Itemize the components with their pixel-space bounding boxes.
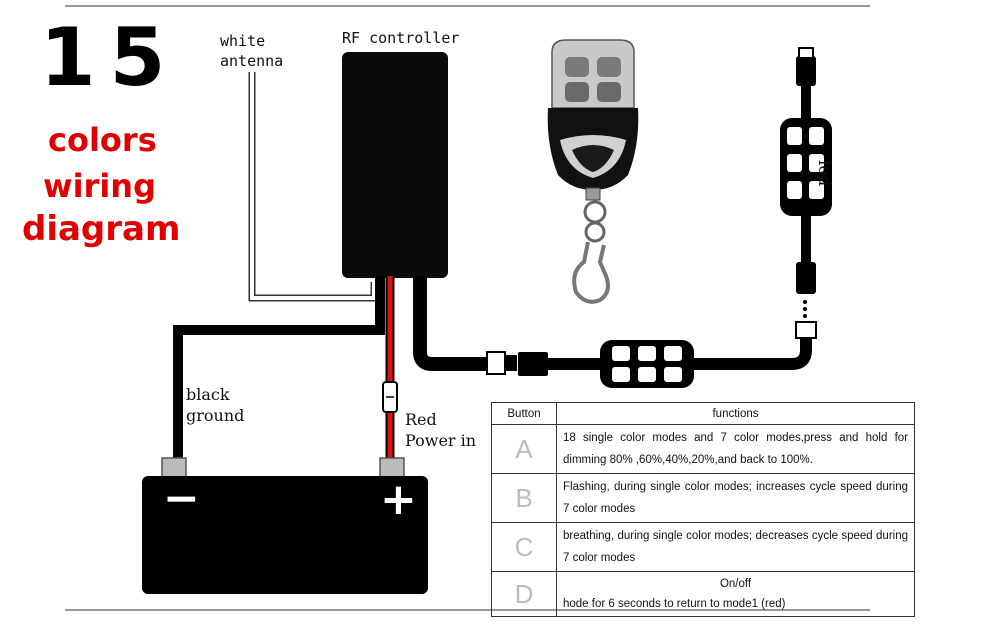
button-function-text: 18 single color modes and 7 color modes,… xyxy=(556,424,915,474)
led-module-horizontal-cells xyxy=(612,346,682,382)
table-row: D On/off hode for 6 seconds to return to… xyxy=(491,571,915,617)
controller-label: RF controller xyxy=(342,29,460,47)
led-wire-b xyxy=(694,336,812,370)
button-letter: B xyxy=(491,473,557,523)
button-function-text: Flashing, during single color modes; inc… xyxy=(556,473,915,523)
chain-connector-bottom xyxy=(795,321,817,339)
button-letter: C xyxy=(491,522,557,572)
chain-plug-upper xyxy=(796,56,816,86)
battery-positive-sign: + xyxy=(380,474,417,525)
button-function-text: breathing, during single color modes; de… xyxy=(556,522,915,572)
rf-controller-box xyxy=(342,52,448,278)
button-function-cell: On/off hode for 6 seconds to return to m… xyxy=(556,571,915,617)
onoff-detail: hode for 6 seconds to return to mode1 (r… xyxy=(563,598,786,610)
title-line-2: wiring xyxy=(43,167,156,205)
chain-dot-3 xyxy=(803,314,807,318)
connector-pin xyxy=(505,355,517,371)
table-row: B Flashing, during single color modes; i… xyxy=(491,473,915,523)
output-wire xyxy=(413,276,490,371)
button-letter: A xyxy=(491,424,557,474)
antenna-wire xyxy=(250,72,376,300)
led-label: led xyxy=(814,160,834,187)
chain-plug-lower xyxy=(796,262,816,294)
title-line-1: colors xyxy=(48,121,157,159)
connector-male xyxy=(486,351,506,375)
button-functions-table: Button functions A 18 single color modes… xyxy=(491,402,915,617)
battery-body xyxy=(142,476,428,594)
power-label: Red Power in xyxy=(405,410,477,450)
header-functions: functions xyxy=(556,402,915,425)
antenna-label: white antenna xyxy=(220,32,284,70)
table-row: C breathing, during single color modes; … xyxy=(491,522,915,572)
connector-female xyxy=(518,352,548,376)
battery-negative-sign: − xyxy=(163,473,200,524)
led-module-vertical-cells xyxy=(787,127,824,199)
button-letter: D xyxy=(491,571,557,617)
header-button: Button xyxy=(491,402,557,425)
title-number: 15 xyxy=(40,11,180,104)
table-header-row: Button functions xyxy=(491,402,915,425)
chain-dot-2 xyxy=(803,307,807,311)
onoff-label: On/off xyxy=(719,578,752,590)
chain-dot-1 xyxy=(803,300,807,304)
table-row: A 18 single color modes and 7 color mode… xyxy=(491,424,915,474)
title-line-3: diagram xyxy=(22,209,181,249)
ground-wire xyxy=(173,276,385,458)
remote-fob xyxy=(547,39,639,304)
ground-label: black ground xyxy=(186,385,245,425)
chain-cap-top xyxy=(798,47,814,59)
